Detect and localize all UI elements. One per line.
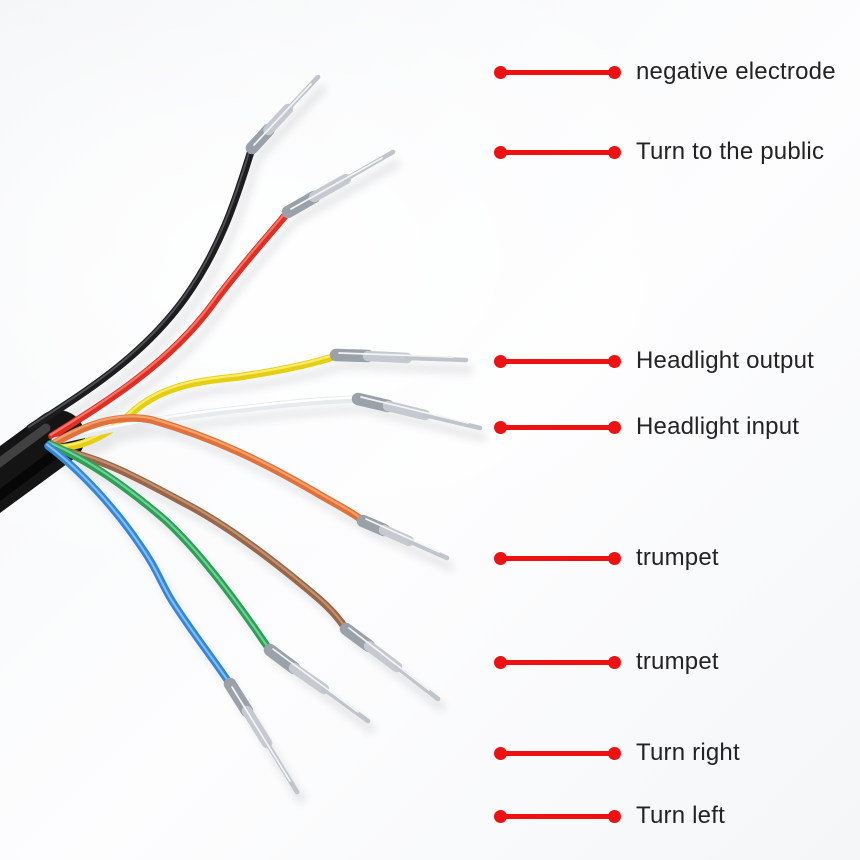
legend-dot-icon <box>494 145 507 159</box>
legend-row-turn-left: Turn left <box>494 802 725 830</box>
legend-row-headlight-input: Headlight input <box>494 413 799 441</box>
pin-red-wire <box>281 149 396 219</box>
legend-row-trumpet-2: trumpet <box>494 648 719 676</box>
pin-black-wire <box>245 74 321 155</box>
legend-line <box>505 358 610 364</box>
legend-label: Headlight output <box>636 347 814 374</box>
pin-white-wire <box>351 392 483 431</box>
legend-line <box>505 750 610 756</box>
pin-green-wire <box>263 643 371 724</box>
legend-dot-icon <box>608 655 621 669</box>
pin-brown-wire <box>339 622 441 702</box>
legend-dot-icon <box>608 551 621 565</box>
legend-dot-icon <box>608 809 621 823</box>
legend-dot-icon <box>494 420 507 434</box>
legend-dot-icon <box>494 809 507 823</box>
legend-dot-icon <box>494 655 507 669</box>
legend-row-headlight-output: Headlight output <box>494 347 814 375</box>
legend-dot-icon <box>608 65 621 79</box>
legend-row-negative-electrode: negative electrode <box>494 58 836 86</box>
legend-label: trumpet <box>636 648 719 675</box>
legend-label: trumpet <box>636 544 719 571</box>
legend-line <box>505 659 610 665</box>
cable-sheath <box>0 410 85 513</box>
wire-black <box>29 147 252 428</box>
legend-line <box>505 424 610 430</box>
legend-dot-icon <box>608 420 621 434</box>
legend-dot-icon <box>608 746 621 760</box>
legend-dot-icon <box>608 145 621 159</box>
legend-dot-icon <box>608 354 621 368</box>
legend-dot-icon <box>494 354 507 368</box>
legend-row-turn-right: Turn right <box>494 739 740 767</box>
legend-line <box>505 69 610 75</box>
legend-line <box>505 149 610 155</box>
legend-label: Turn left <box>636 802 725 829</box>
legend-line <box>505 813 610 819</box>
pin-yellow-wire <box>329 348 469 364</box>
legend-label: Turn to the public <box>636 138 825 165</box>
legend-row-turn-to-the-public: Turn to the public <box>494 138 824 166</box>
legend-dot-icon <box>494 65 507 79</box>
legend-label: Turn right <box>636 739 740 766</box>
legend-label: negative electrode <box>636 58 836 85</box>
wire-shadows <box>36 83 488 805</box>
pin-orange-wire <box>356 514 450 561</box>
legend-row-trumpet-1: trumpet <box>494 544 719 572</box>
legend-dot-icon <box>494 551 507 565</box>
legend-line <box>505 555 610 561</box>
terminal-pins <box>223 74 483 795</box>
legend-label: Headlight input <box>636 413 800 440</box>
legend-dot-icon <box>494 746 507 760</box>
pin-blue-wire <box>223 677 300 795</box>
